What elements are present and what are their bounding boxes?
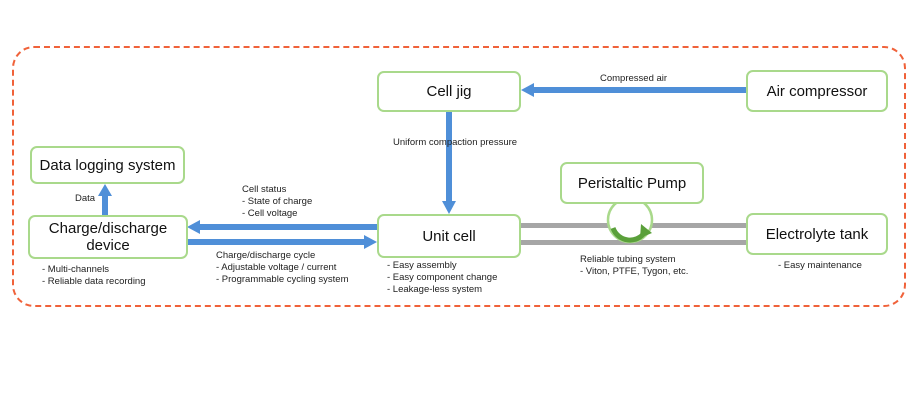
electrolyte-tank-label: Electrolyte tank	[765, 225, 869, 243]
cell-status-label: Cell status - State of charge - Cell vol…	[242, 184, 312, 220]
tubing-line: - Viton, PTFE, Tygon, etc.	[580, 266, 689, 277]
data-logging-system-box: Data logging system	[30, 146, 185, 184]
cell-status-line: Cell status	[242, 184, 287, 195]
cell-jig-box: Cell jig	[377, 71, 521, 112]
cycle-label: Charge/discharge cycle - Adjustable volt…	[216, 250, 349, 286]
peristaltic-pump-label: Peristaltic Pump	[577, 174, 687, 192]
uniform-pressure-label: Uniform compaction pressure	[393, 137, 518, 148]
cell-status-line: - State of charge	[242, 196, 313, 207]
system-boundary	[12, 46, 906, 307]
arrow-cycle-head	[364, 235, 377, 249]
data-label: Data	[75, 193, 96, 204]
unit-cell-box: Unit cell	[377, 214, 521, 258]
cell-jig-label: Cell jig	[426, 83, 472, 100]
note-line: - Multi-channels	[42, 264, 110, 275]
electrolyte-tank-notes: - Easy maintenance	[778, 260, 862, 272]
note-line: - Easy component change	[387, 272, 498, 283]
note-line: - Leakage-less system	[387, 284, 483, 295]
cycle-line: Charge/discharge cycle	[216, 250, 316, 261]
pump-arrow-icon	[640, 224, 652, 238]
cycle-line: - Programmable cycling system	[216, 274, 349, 285]
charge-device-label-line1: Charge/discharge	[48, 220, 168, 237]
air-compressor-label: Air compressor	[766, 82, 868, 100]
peristaltic-pump-box: Peristaltic Pump	[560, 162, 704, 204]
unit-cell-label: Unit cell	[422, 227, 476, 245]
arrow-compressed-air-head	[521, 83, 534, 97]
note-line: - Reliable data recording	[42, 276, 146, 287]
tubing-label: Reliable tubing system - Viton, PTFE, Ty…	[580, 254, 688, 278]
note-line: - Easy assembly	[387, 260, 457, 271]
compressed-air-label: Compressed air	[600, 73, 668, 84]
data-logging-label: Data logging system	[39, 156, 176, 174]
note-line: - Easy maintenance	[778, 260, 862, 271]
arrow-pressure-head	[442, 201, 456, 214]
cycle-line: - Adjustable voltage / current	[216, 262, 337, 273]
charge-device-label-line2: device	[86, 237, 130, 254]
charge-discharge-device-box: Charge/discharge device	[28, 215, 188, 259]
cell-status-line: - Cell voltage	[242, 208, 298, 219]
arrow-cell-status-head	[187, 220, 200, 234]
arrow-data-head	[98, 184, 112, 196]
electrolyte-tank-box: Electrolyte tank	[746, 213, 888, 255]
air-compressor-box: Air compressor	[746, 70, 888, 112]
charge-device-notes: - Multi-channels - Reliable data recordi…	[42, 264, 146, 288]
unit-cell-notes: - Easy assembly - Easy component change …	[387, 260, 497, 296]
tubing-line: Reliable tubing system	[580, 254, 676, 265]
